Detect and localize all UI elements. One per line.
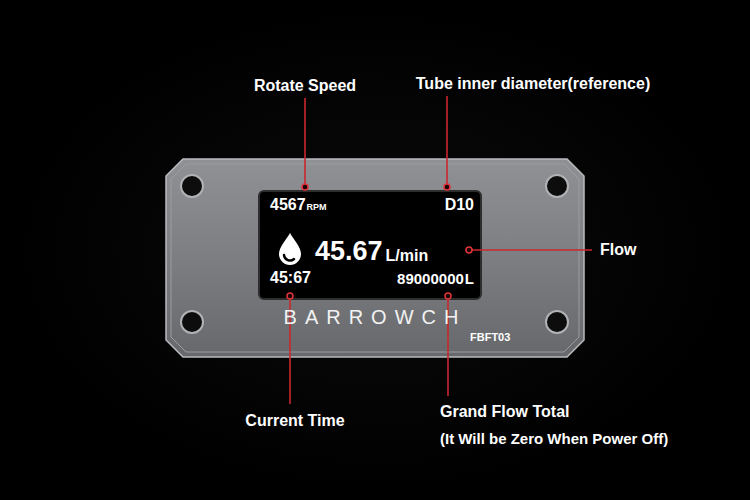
callout-label: Rotate Speed: [254, 78, 356, 94]
callout-label: Grand Flow Total: [440, 404, 569, 420]
callout-label: Current Time: [245, 413, 344, 429]
screw-hole: [546, 175, 568, 197]
oled-screen: 4567RPM D10 45.67L/min 45:67 89000000L: [258, 190, 482, 300]
rpm-unit: RPM: [307, 203, 327, 212]
time-value: 45:67: [270, 270, 311, 286]
brand-logo: BARROWCH: [284, 307, 467, 327]
device-plate: BARROWCHFBFT03 4567RPM D10 45.67L/min 45:67 8…: [165, 158, 585, 358]
total-value: 89000000: [397, 271, 464, 286]
plate-bevel: [171, 164, 579, 352]
plate-body: [166, 159, 584, 357]
model-number: FBFT03: [470, 332, 510, 343]
flow-value: 45.67: [315, 238, 383, 265]
callout-label: Tube inner diameter(reference): [416, 76, 650, 92]
tube-diameter: D10: [445, 197, 474, 213]
rpm-value: 4567: [270, 197, 306, 213]
callout-note: (It Will be Zero When Power Off): [440, 431, 668, 446]
total-unit: L: [465, 271, 474, 286]
callout-label: Flow: [600, 242, 636, 258]
flow-unit: L/min: [386, 248, 429, 264]
screw-hole: [546, 311, 568, 333]
screw-hole: [181, 175, 203, 197]
screw-hole: [181, 311, 203, 333]
drop-icon: [272, 230, 312, 270]
